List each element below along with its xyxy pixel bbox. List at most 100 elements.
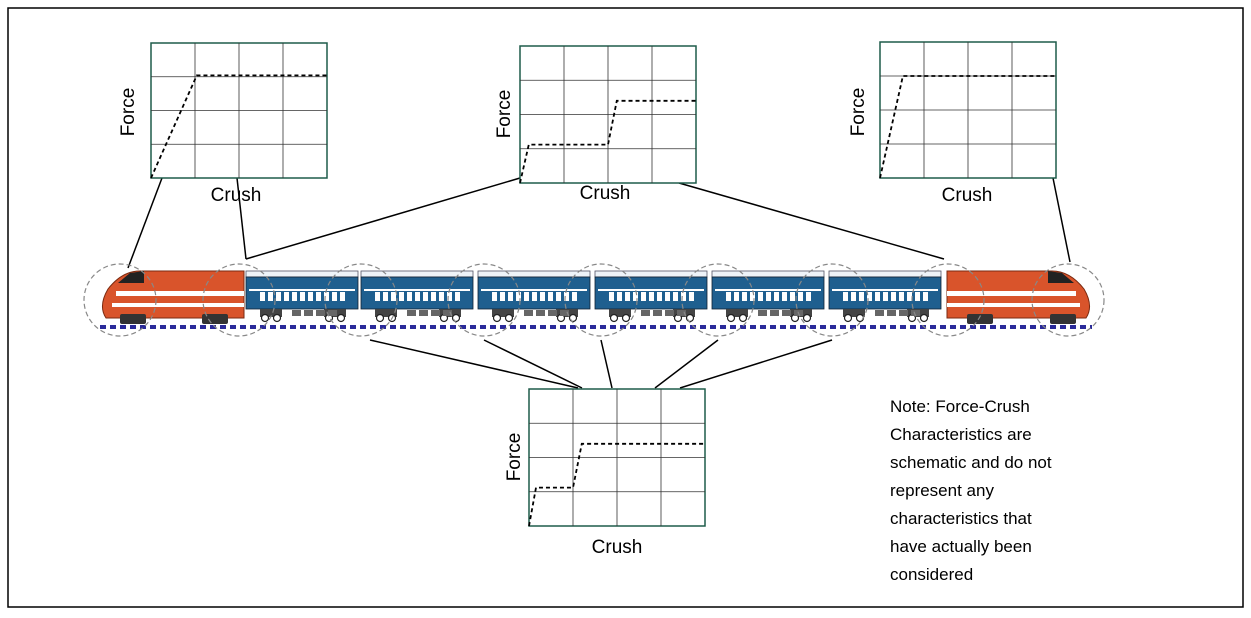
wheel	[504, 313, 514, 323]
wheel	[375, 313, 385, 323]
wheel	[568, 313, 578, 323]
coach-window	[340, 292, 345, 301]
coach-window	[681, 292, 686, 301]
coach-window	[790, 292, 795, 301]
y-axis-label: Force	[504, 433, 525, 482]
coach-window	[492, 292, 497, 301]
coach-window	[657, 292, 662, 301]
y-axis-label: Force	[848, 88, 869, 137]
note-line: represent any	[890, 481, 994, 500]
coach-roof	[477, 270, 591, 278]
crush-zone-outline	[564, 263, 638, 337]
loco-stripe	[116, 291, 244, 296]
connector-line	[600, 339, 613, 389]
connector-line	[369, 339, 579, 389]
wheel	[260, 313, 270, 323]
coach-window	[316, 292, 321, 301]
coach-window	[508, 292, 513, 301]
coach-window	[766, 292, 771, 301]
coach-window	[726, 292, 731, 301]
crush-zone-outline	[911, 263, 985, 337]
bogie	[843, 309, 865, 317]
wheel	[621, 313, 631, 323]
underframe-box	[887, 310, 896, 316]
wheel	[843, 313, 853, 323]
coach-window	[867, 292, 872, 301]
crush-zone-outline	[795, 263, 869, 337]
wheel	[802, 313, 812, 323]
coach-window	[284, 292, 289, 301]
coach-window	[500, 292, 505, 301]
underframe-box	[758, 310, 767, 316]
coach-window	[641, 292, 646, 301]
coach-window	[375, 292, 380, 301]
coach-window	[431, 292, 436, 301]
coach-stripe	[249, 289, 355, 291]
coach-window	[324, 292, 329, 301]
coach-window	[399, 292, 404, 301]
coach-stripe	[715, 289, 821, 291]
outer-frame	[7, 7, 1244, 608]
underframe-box	[304, 310, 313, 316]
bogie	[260, 309, 282, 317]
coach-window	[750, 292, 755, 301]
coach-window	[907, 292, 912, 301]
train	[83, 263, 1105, 337]
trail-locomotive	[946, 270, 1090, 324]
coach-window	[447, 292, 452, 301]
x-axis-label: Crush	[211, 185, 262, 206]
underframe-box	[443, 310, 452, 316]
coach-window	[899, 292, 904, 301]
passenger-coach	[477, 270, 591, 323]
connector-line	[678, 182, 945, 260]
underframe-box	[560, 310, 569, 316]
crush-zone-outline	[324, 263, 398, 337]
coach-window	[625, 292, 630, 301]
underframe-box	[875, 310, 884, 316]
underframe-box	[653, 310, 662, 316]
wheel	[738, 313, 748, 323]
coach-window	[806, 292, 811, 301]
coach-window	[758, 292, 763, 301]
coach-stripe	[364, 289, 470, 291]
coach-window	[556, 292, 561, 301]
connector-line	[483, 339, 583, 389]
x-axis-label: Crush	[580, 183, 631, 204]
crush-zone-outline	[681, 263, 755, 337]
wheel	[855, 313, 865, 323]
connector-line	[236, 177, 247, 260]
note-line: Characteristics are	[890, 425, 1032, 444]
underframe-box	[899, 310, 908, 316]
coach-window	[276, 292, 281, 301]
loco-windshield	[118, 271, 144, 283]
crush-zone-outline	[202, 263, 276, 337]
coach-window	[540, 292, 545, 301]
underframe-box	[770, 310, 779, 316]
loco-stripe	[947, 303, 1080, 307]
connector-lines	[127, 177, 1071, 389]
coach-window	[564, 292, 569, 301]
connector-line	[245, 177, 521, 260]
force-crush-curve	[150, 74, 327, 179]
coach-window	[798, 292, 803, 301]
coach-window	[572, 292, 577, 301]
lead-locomotive	[102, 270, 245, 324]
underframe-box	[328, 310, 337, 316]
underframe-box	[292, 310, 301, 316]
coach-window	[391, 292, 396, 301]
x-axis-label: Crush	[942, 185, 993, 206]
bogie	[726, 309, 748, 317]
connector-line	[654, 339, 719, 389]
connector-line	[127, 177, 163, 269]
wheel	[726, 313, 736, 323]
coach-window	[774, 292, 779, 301]
coach-window	[268, 292, 273, 301]
underframe-box	[316, 310, 325, 316]
underframe-box	[665, 310, 674, 316]
underframe-box	[536, 310, 545, 316]
coach-window	[689, 292, 694, 301]
